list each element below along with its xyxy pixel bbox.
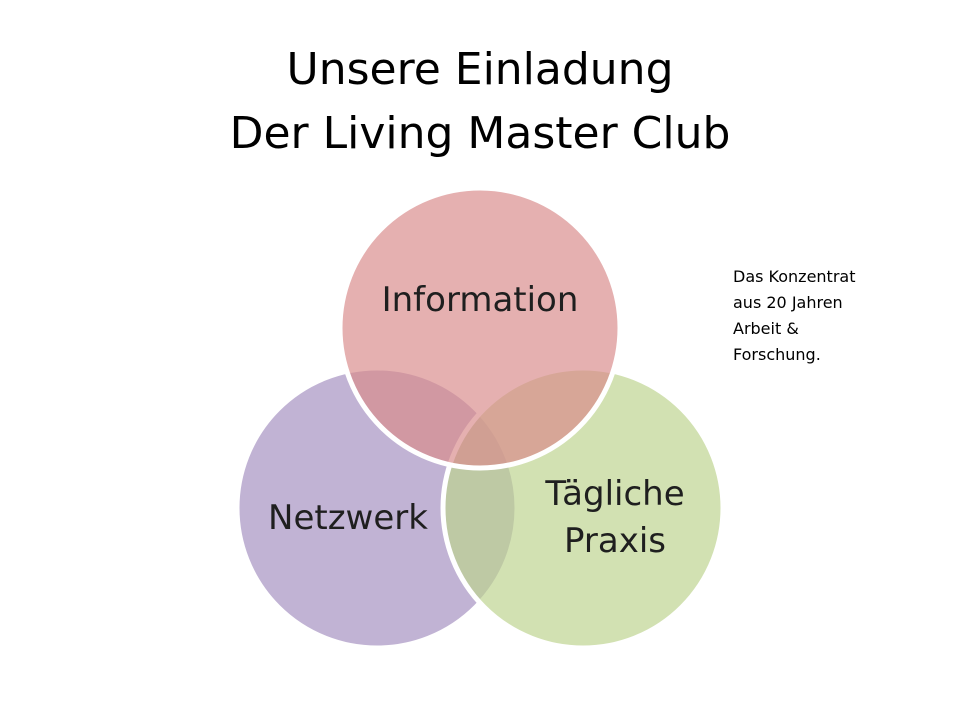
venn-circle-information bbox=[337, 185, 623, 471]
side-note-line-3: Arbeit & bbox=[733, 319, 799, 338]
venn-label-information: Information bbox=[382, 280, 579, 320]
slide-title-line-2: Der Living Master Club bbox=[229, 108, 731, 159]
side-note-line-4: Forschung. bbox=[733, 345, 821, 364]
side-note: Das Konzentrat aus 20 Jahren Arbeit & Fo… bbox=[733, 264, 933, 368]
slide-title: Unsere Einladung Der Living Master Club bbox=[0, 38, 960, 166]
venn-label-taegliche-praxis-line-1: Tägliche bbox=[544, 474, 684, 514]
venn-label-netzwerk: Netzwerk bbox=[268, 498, 428, 538]
venn-label-taegliche-praxis-line-2: Praxis bbox=[564, 521, 666, 561]
side-note-line-2: aus 20 Jahren bbox=[733, 293, 843, 312]
side-note-line-1: Das Konzentrat bbox=[733, 267, 856, 286]
slide-title-line-1: Unsere Einladung bbox=[286, 44, 674, 95]
